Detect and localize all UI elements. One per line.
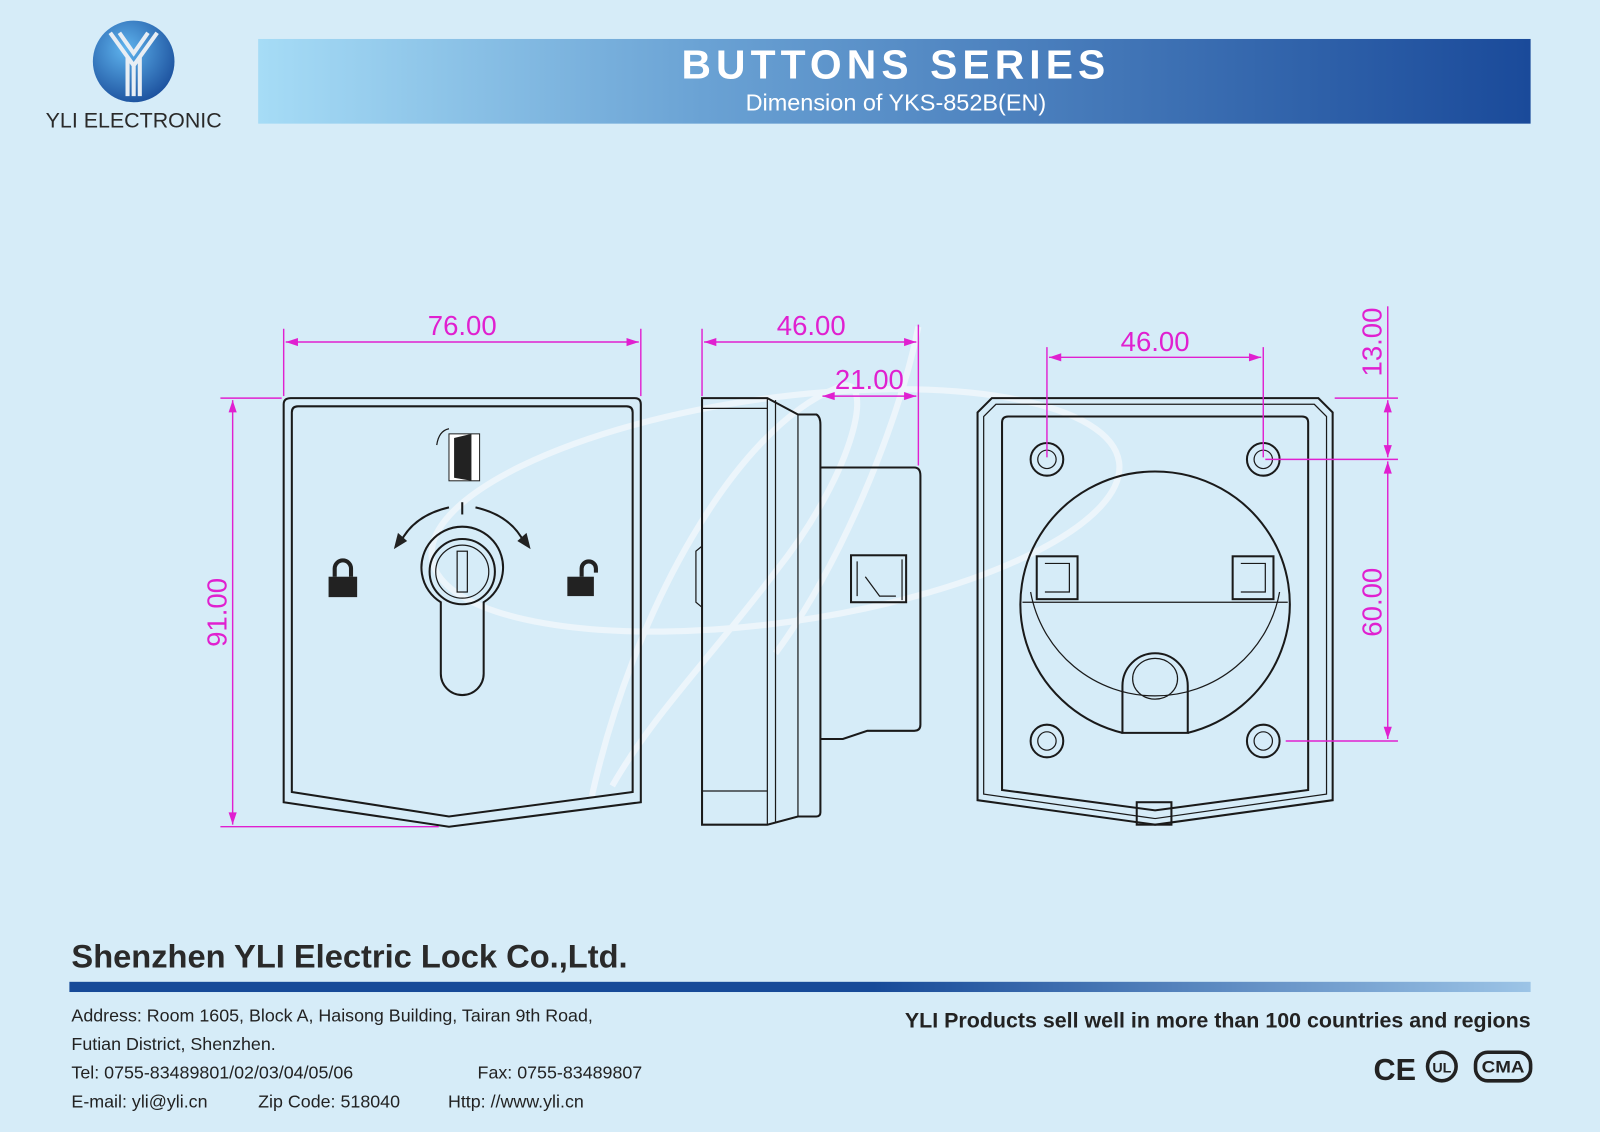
- footer-divider: [69, 981, 1531, 993]
- unlocked-padlock-icon: [567, 559, 598, 597]
- ul-mark-text: UL: [1432, 1061, 1451, 1077]
- company-name: Shenzhen YLI Electric Lock Co.,Ltd.: [71, 938, 627, 975]
- cma-mark-icon: CMA: [1473, 1050, 1533, 1083]
- email[interactable]: E-mail: yli@yli.cn: [71, 1091, 207, 1111]
- tel: Tel: 0755-83489801/02/03/04/05/06: [71, 1063, 353, 1083]
- zip-code: Zip Code: 518040: [258, 1091, 400, 1111]
- header-banner: [258, 38, 1531, 124]
- front-view: 76.00 91.00: [202, 310, 642, 828]
- dim-back-hole-spacing-v: 60.00: [1357, 568, 1388, 637]
- rotate-right-arrow-icon: [475, 506, 526, 544]
- dim-back-hole-spacing-h: 46.00: [1121, 326, 1190, 357]
- side-view: 46.00 21.00: [695, 310, 922, 826]
- dim-back-offset-top: 13.00: [1357, 308, 1388, 377]
- ce-mark-text: CE: [1373, 1053, 1416, 1087]
- door-open-icon: [436, 428, 481, 482]
- ce-mark-icon: CE: [1373, 1053, 1416, 1087]
- key-cylinder: [420, 525, 505, 697]
- dim-front-height: 91.00: [202, 578, 233, 647]
- address-line1: Address: Room 1605, Block A, Haisong Bui…: [71, 1006, 592, 1026]
- ul-mark-icon: UL: [1425, 1050, 1458, 1083]
- dim-side-depth: 46.00: [777, 310, 846, 341]
- slogan: YLI Products sell well in more than 100 …: [905, 1009, 1531, 1033]
- page-subtitle: Dimension of YKS-852B(EN): [746, 89, 1047, 115]
- back-view: 46.00 13.00 60.00: [976, 306, 1398, 826]
- dim-front-width: 76.00: [428, 310, 497, 341]
- fax: Fax: 0755-83489807: [478, 1063, 643, 1083]
- locked-padlock-icon: [328, 558, 358, 598]
- company-logo: YLI ELECTRONIC: [46, 20, 222, 133]
- logo-text: YLI ELECTRONIC: [46, 109, 222, 133]
- cma-mark-text: CMA: [1482, 1059, 1525, 1077]
- website[interactable]: Http: //www.yli.cn: [448, 1091, 584, 1111]
- dim-side-protrusion: 21.00: [835, 364, 904, 395]
- page-title: BUTTONS SERIES: [681, 42, 1110, 88]
- address-line2: Futian District, Shenzhen.: [71, 1034, 275, 1054]
